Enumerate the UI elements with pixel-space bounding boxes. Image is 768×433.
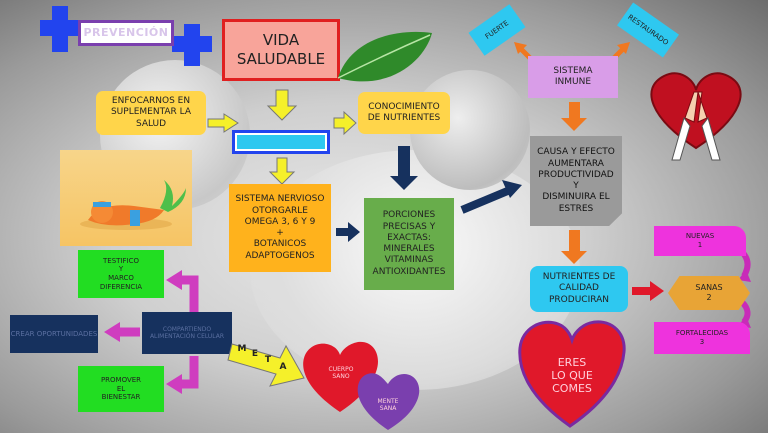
magenta-arrow-left-crear bbox=[104, 322, 140, 342]
yellow-arrow-left bbox=[207, 113, 239, 133]
node-sistema-inmune: SISTEMA INMUNE bbox=[528, 56, 618, 98]
meta-letter-a: A bbox=[279, 362, 287, 372]
magenta-arrow-down-promover bbox=[166, 356, 199, 394]
navy-arrow-right-small bbox=[336, 222, 360, 242]
node-fortalecidas: FORTALECIDAS 3 bbox=[654, 322, 750, 354]
node-promover: PROMOVER EL BIENESTAR bbox=[78, 366, 164, 412]
node-porciones: PORCIONES PRECISAS Y EXACTAS: MINERALES … bbox=[364, 198, 454, 290]
meta-letter-m: M bbox=[237, 344, 247, 354]
node-compartiendo: COMPARTIENDO ALIMENTACIÓN CELULAR bbox=[142, 312, 232, 354]
yellow-arrow-right bbox=[333, 110, 357, 136]
red-arrow-right bbox=[632, 281, 664, 301]
node-sistema-nervioso: SISTEMA NERVIOSO OTORGARLE OMEGA 3, 6 Y … bbox=[229, 184, 331, 272]
meta-letter-e: E bbox=[251, 349, 259, 359]
yellow-arrow-down-top bbox=[266, 89, 298, 121]
node-sanas: SANAS 2 bbox=[668, 276, 750, 310]
node-testifico: TESTIFICO Y MARCO DIFERENCIA bbox=[78, 250, 164, 298]
node-causa-efecto: CAUSA Y EFECTO AUMENTARA PRODUCTIVIDAD Y… bbox=[530, 136, 622, 226]
navy-arrow-diagonal bbox=[460, 180, 522, 214]
mente-sana-label: MENTE SANA bbox=[377, 398, 399, 413]
yellow-arrow-down-bottom bbox=[268, 157, 296, 185]
blue-cross-icon-right bbox=[172, 24, 212, 66]
eres-label: ERES LO QUE COMES bbox=[551, 356, 593, 396]
node-enfocarnos: ENFOCARNOS EN SUPLEMENTAR LA SALUD bbox=[96, 91, 206, 135]
node-nuevas: NUEVAS 1 bbox=[654, 226, 746, 256]
node-crear: CREAR OPORTUNIDADES bbox=[10, 315, 98, 353]
orange-arrow-down-1 bbox=[561, 102, 587, 131]
node-nutrientes-calidad: NUTRIENTES DE CALIDAD PRODUCIRAN bbox=[530, 266, 628, 312]
center-link-box bbox=[232, 130, 330, 154]
meta-letter-t: T bbox=[264, 355, 272, 365]
orange-arrow-down-2 bbox=[561, 230, 587, 264]
navy-arrow-down bbox=[390, 146, 418, 190]
vida-saludable-title: VIDA SALUDABLE bbox=[222, 19, 340, 81]
title-line1: VIDA bbox=[262, 31, 300, 50]
title-line2: SALUDABLE bbox=[236, 50, 326, 68]
node-conocimiento: CONOCIMIENTO DE NUTRIENTES bbox=[358, 92, 450, 134]
carrot-mascot-icon bbox=[80, 180, 186, 230]
carrot-mascot-image bbox=[60, 150, 192, 246]
prevencion-label: PREVENCIÓN bbox=[78, 20, 174, 46]
cuerpo-sano-label: CUERPO SANO bbox=[328, 366, 354, 381]
blue-cross-icon-left bbox=[40, 6, 80, 52]
magenta-arrow-up-testifico bbox=[166, 270, 199, 315]
